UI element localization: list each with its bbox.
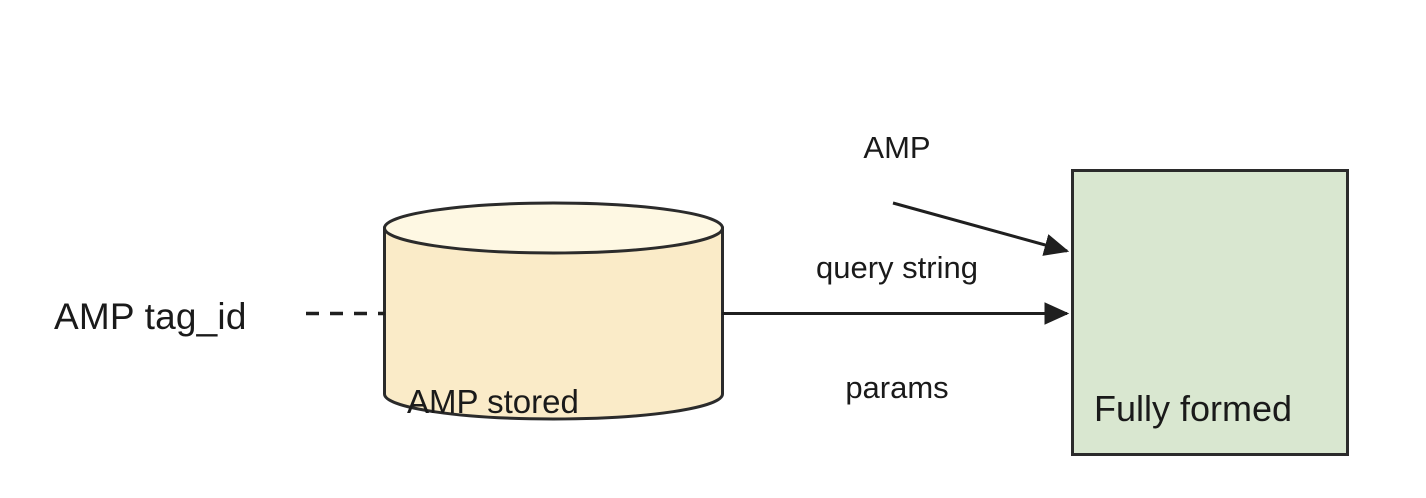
node-label-fully-formed-ortb: Fully formed ORTB — [1094, 281, 1292, 498]
node-label-line-1: AMP stored — [407, 383, 579, 420]
node-label-amp-stored-request: AMP stored request template — [407, 284, 653, 498]
annotation-line-2: query string — [816, 250, 978, 285]
cylinder-top-ellipse — [383, 201, 724, 255]
node-fully-formed-ortb — [1071, 169, 1349, 456]
edge-query-params-to-ortb — [892, 201, 1070, 256]
annotation-line-1: AMP — [863, 130, 931, 165]
node-label-line-1: Fully formed — [1094, 388, 1293, 429]
node-amp-stored-request — [383, 201, 724, 421]
annotation-line-3: params — [845, 370, 949, 405]
label-amp-tag-id: AMP tag_id — [54, 296, 247, 337]
annotation-amp-query-string-params: AMP query string params — [777, 48, 1017, 488]
